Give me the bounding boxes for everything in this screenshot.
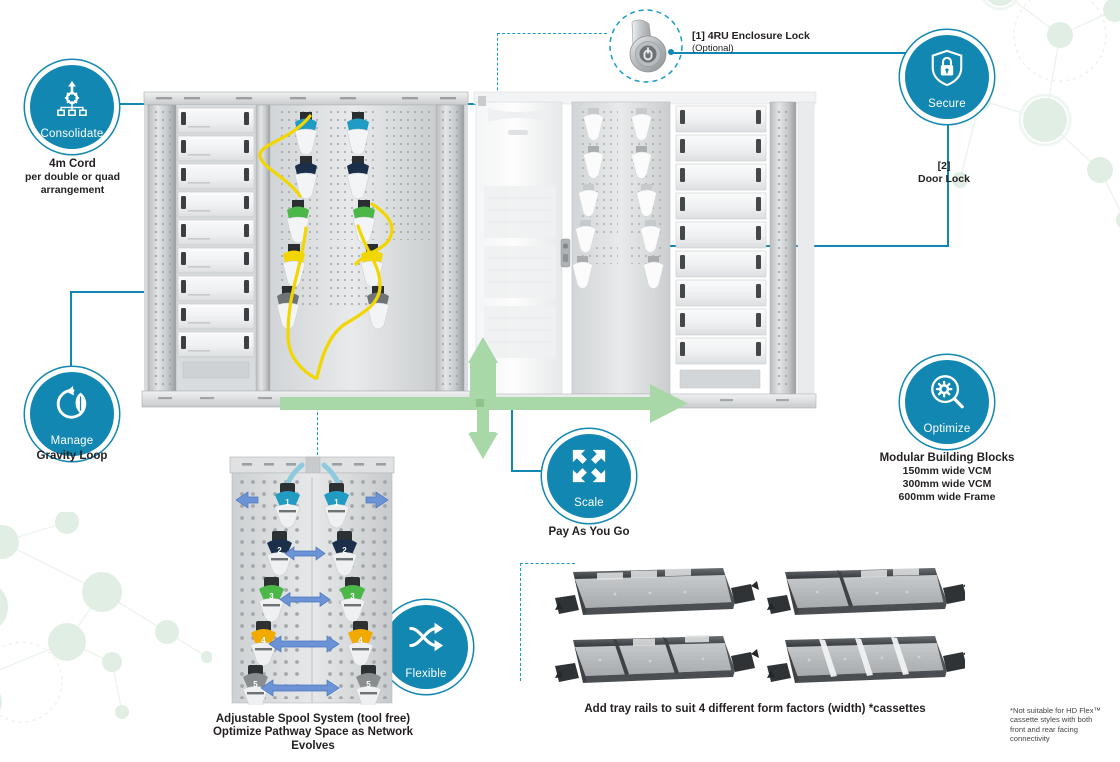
spool-1-left: 1	[274, 483, 301, 529]
svg-text:2: 2	[277, 546, 282, 555]
connector-secure-vertical	[947, 120, 949, 245]
shuffle-arrows-icon	[409, 622, 444, 652]
recycle-leaf-icon	[56, 385, 87, 419]
door-lock-handle	[560, 238, 571, 268]
badge-manage[interactable]: Manage	[30, 372, 114, 456]
connector-dot-lock	[668, 49, 674, 55]
spool-adjust-arrows	[235, 491, 389, 697]
connector-scale-vertical	[511, 403, 513, 471]
badge-scale-label: Scale	[574, 497, 604, 509]
connector-manage-vertical	[70, 291, 72, 374]
badge-scale[interactable]: Scale	[547, 434, 631, 518]
shield-lock-icon	[931, 49, 963, 86]
background-network-top-right	[952, 0, 1120, 228]
consolidate-line2: per double or quad	[24, 171, 121, 184]
spool-3-left: 3	[258, 577, 285, 623]
enclosure-lock-subtitle: (Optional)	[692, 42, 734, 54]
scale-title: Pay As You Go	[548, 526, 630, 538]
consolidate-line3: arrangement	[40, 184, 105, 196]
badge-flexible[interactable]: Flexible	[384, 605, 468, 689]
spool-line1: Adjustable Spool System (tool free)	[215, 713, 411, 725]
enclosure-lock-title: [1] 4RU Enclosure Lock	[692, 30, 810, 42]
tray-rail-3	[555, 634, 759, 683]
connector-scale-horizontal	[511, 470, 551, 472]
svg-text:5: 5	[366, 680, 371, 689]
background-network-bottom-left	[0, 512, 212, 723]
badge-consolidate[interactable]: Consolidate	[30, 65, 114, 149]
spool-5-right: 5	[355, 665, 382, 705]
vertical-cable-manager-left	[258, 104, 437, 392]
door-lock-caption: [2] Door Lock	[918, 160, 970, 185]
optimize-line4: 600mm wide Frame	[898, 490, 996, 503]
caption-spool-system: Adjustable Spool System (tool free) Opti…	[195, 713, 431, 753]
consolidate-title: 4m Cord	[49, 158, 96, 170]
magnifier-gear-icon	[931, 375, 964, 409]
optimize-title: Modular Building Blocks	[879, 452, 1015, 464]
tray-stack-right	[675, 105, 767, 389]
cam-lock-icon	[609, 9, 683, 83]
spool-2-left: 2	[266, 531, 293, 577]
svg-text:1: 1	[334, 498, 339, 507]
footnote-line1: *Not suitable for HD Flex™	[1010, 706, 1102, 715]
footnote-line4: connectivity	[1010, 734, 1050, 744]
badge-secure-label: Secure	[928, 98, 966, 110]
badge-optimize[interactable]: Optimize	[905, 360, 989, 444]
caption-tray-rails: Add tray rails to suit 4 different form …	[575, 703, 935, 716]
consolidate-icon	[57, 80, 87, 116]
svg-text:2: 2	[342, 546, 347, 555]
svg-text:3: 3	[269, 592, 274, 601]
connector-flexible-dash-vert	[520, 563, 521, 681]
connector-enclosure-lock-dash-top	[497, 33, 607, 34]
tray-rail-4	[767, 636, 965, 683]
tray-rail-1	[555, 568, 759, 615]
spool-line2: Optimize Pathway Space as Network Evolve…	[212, 726, 414, 752]
door-lock-index: [2]	[937, 160, 951, 172]
spool-4-right: 4	[347, 621, 374, 667]
tray-rails-title: Add tray rails to suit 4 different form …	[584, 703, 926, 715]
footnote-line2: cassette styles with both	[1010, 715, 1093, 725]
manage-title: Gravity Loop	[36, 450, 108, 462]
svg-text:3: 3	[350, 592, 355, 601]
caption-consolidate: 4m Cord per double or quad arrangement	[10, 158, 135, 197]
scale-expansion-arrows	[280, 337, 688, 459]
enclosure-lock-callout	[608, 8, 684, 84]
door-lock-label: Door Lock	[918, 172, 970, 185]
left-open-frame-rack	[141, 91, 471, 408]
spool-column-left: 1 2 3 4	[242, 483, 301, 705]
tray-rail-2	[767, 568, 965, 615]
footnote-line3: front and rear facing	[1010, 724, 1078, 734]
badge-consolidate-label: Consolidate	[40, 128, 104, 140]
footnote: *Not suitable for HD Flex™ cassette styl…	[1010, 706, 1118, 744]
caption-scale: Pay As You Go	[529, 526, 649, 539]
cable-spool-group-left	[276, 112, 318, 330]
svg-text:4: 4	[358, 636, 363, 645]
optimize-line3: 300mm wide VCM	[902, 478, 992, 490]
right-enclosed-cabinet	[473, 91, 817, 409]
svg-text:1: 1	[285, 498, 290, 507]
tray-stack-left	[177, 107, 255, 379]
tray-rails-group	[555, 568, 965, 683]
connector-lock-to-secure	[672, 52, 912, 54]
connector-flexible-dash-top	[520, 563, 575, 564]
badge-secure[interactable]: Secure	[905, 35, 989, 119]
spool-2-right: 2	[331, 531, 358, 577]
spool-1-right: 1	[323, 483, 350, 529]
caption-manage: Gravity Loop	[12, 450, 132, 463]
spool-column-right: 1 2 3 4	[323, 483, 382, 705]
badge-manage-label: Manage	[50, 435, 94, 447]
svg-text:5: 5	[253, 680, 258, 689]
yellow-cable-routing	[258, 114, 394, 380]
adjustable-spool-panel: 1 2 3 4	[229, 456, 395, 705]
badge-flexible-label: Flexible	[405, 668, 447, 680]
expand-arrows-icon	[572, 449, 606, 483]
spool-3-right: 3	[339, 577, 366, 623]
enclosure-lock-caption: [1] 4RU Enclosure Lock (Optional)	[692, 30, 810, 55]
rack-illustration	[141, 91, 817, 409]
optimize-line2: 150mm wide VCM	[902, 465, 992, 478]
connector-enclosure-lock-dash-down	[497, 33, 498, 105]
caption-optimize: Modular Building Blocks 150mm wide VCM 3…	[872, 452, 1022, 503]
badge-optimize-label: Optimize	[923, 423, 971, 435]
svg-text:4: 4	[261, 636, 266, 645]
